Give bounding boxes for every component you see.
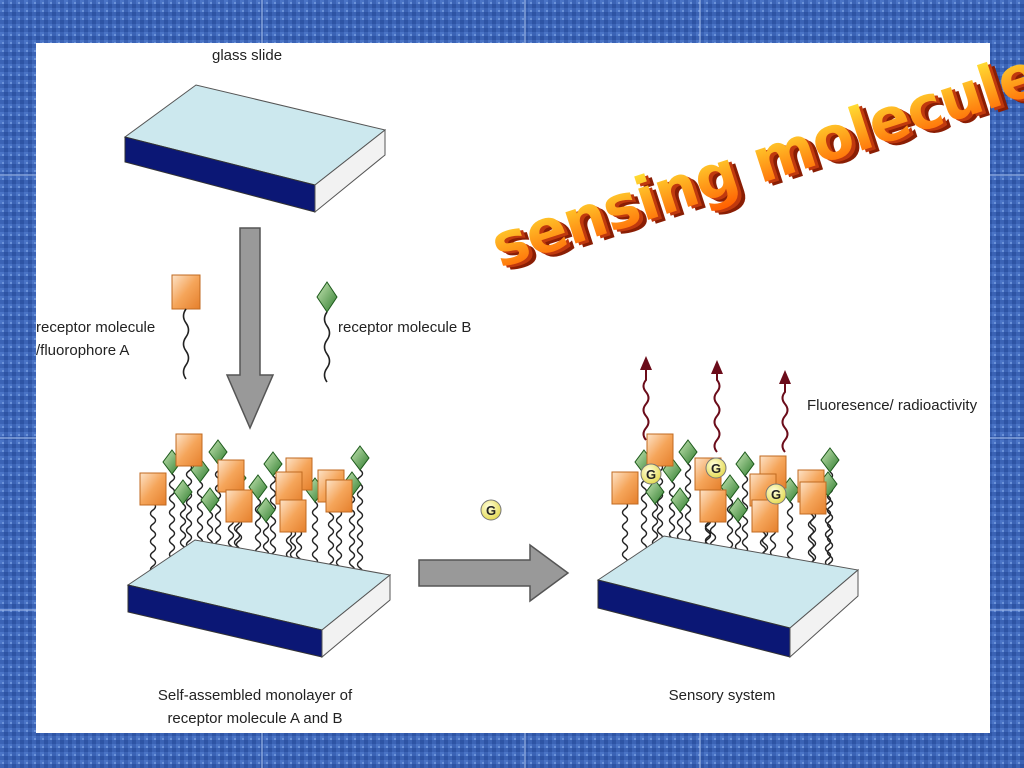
receptor-a-head <box>611 471 639 505</box>
receptor-b-head <box>173 479 193 505</box>
receptor-b-head <box>728 497 748 523</box>
glass-slide-top <box>123 84 387 214</box>
receptor-b-head <box>735 451 755 477</box>
analyte-g-icon: G <box>480 499 502 521</box>
emission-arrows <box>642 368 789 453</box>
receptor-a-head <box>646 433 674 467</box>
receptor-a-label-line2: /fluorophore A <box>36 342 129 359</box>
receptor-b-head <box>670 487 690 513</box>
receptor-a-head <box>275 471 303 505</box>
emission-arrowheads <box>640 356 791 384</box>
monolayer-caption-line2: receptor molecule A and B <box>167 710 342 727</box>
receptor-a-head <box>325 479 353 513</box>
receptor-b-head <box>350 445 370 471</box>
receptor-a-icon <box>171 274 201 380</box>
monolayer-left <box>126 433 392 659</box>
bound-analyte-g-icon: G <box>640 463 662 485</box>
glass-slide-label: glass slide <box>212 47 282 64</box>
molecule-tether <box>356 469 364 590</box>
receptor-b-head <box>200 487 220 513</box>
receptor-b-head <box>256 497 276 523</box>
down-arrow <box>225 227 275 430</box>
receptor-b-label: receptor molecule B <box>338 319 471 336</box>
sensory-system: G G G <box>596 433 860 659</box>
svg-text:G: G <box>771 487 781 502</box>
svg-text:G: G <box>646 467 656 482</box>
receptor-a-head <box>751 499 779 533</box>
right-arrow <box>418 543 570 603</box>
receptor-a-label-line1: receptor molecule <box>36 319 155 336</box>
receptor-b-head <box>645 479 665 505</box>
receptor-a-head <box>139 472 167 506</box>
receptor-b-head <box>263 451 283 477</box>
receptor-a-head <box>699 489 727 523</box>
receptor-a-head <box>279 499 307 533</box>
svg-text:G: G <box>486 503 496 518</box>
receptor-b-head <box>248 474 268 500</box>
receptor-a-head <box>217 459 245 493</box>
receptor-a-head <box>799 481 827 515</box>
slide-title: sensing molecules sensing molecules sens… <box>483 29 1024 286</box>
receptor-b-head <box>820 447 840 473</box>
receptor-b-icon <box>316 281 338 383</box>
monolayer-caption-line1: Self-assembled monolayer of <box>158 687 353 704</box>
receptor-a-head <box>225 489 253 523</box>
signal-label: Fluoresence/ radioactivity <box>807 397 978 414</box>
sensory-caption: Sensory system <box>669 687 776 704</box>
svg-text:sensing molecules: sensing molecules <box>483 29 1024 283</box>
bound-analyte-g-icon: G <box>705 457 727 479</box>
molecule-tether <box>149 502 157 581</box>
svg-text:G: G <box>711 461 721 476</box>
receptor-b-head <box>678 439 698 465</box>
receptor-a-head <box>175 433 203 467</box>
bound-analyte-g-icon: G <box>765 483 787 505</box>
